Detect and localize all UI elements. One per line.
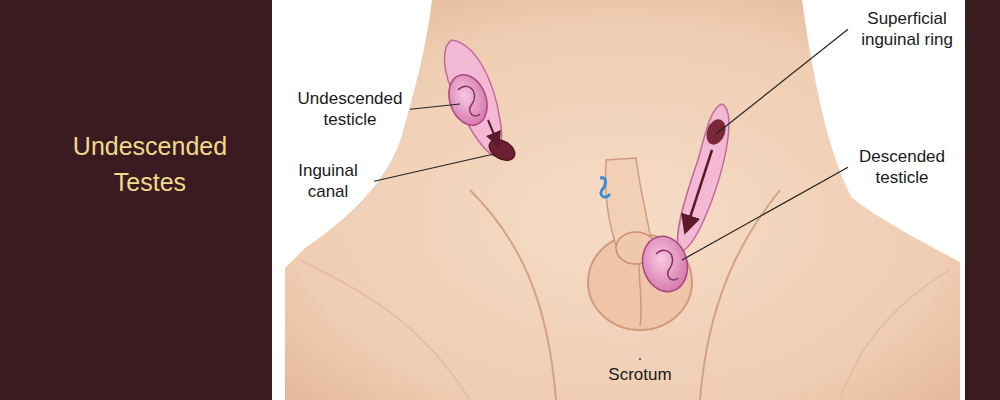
leader-line <box>682 167 848 260</box>
part-label: Descended testicle <box>852 146 952 189</box>
part-label: Undescended testicle <box>294 88 406 131</box>
title-text: Undescended Testes <box>50 128 250 201</box>
leader-line <box>639 358 640 360</box>
leader-line <box>374 154 494 181</box>
part-label: Inguinal canal <box>286 160 370 203</box>
leader-line <box>410 104 460 109</box>
skin <box>285 0 960 400</box>
part-label: Superficial inguinal ring <box>852 8 962 51</box>
part-label: Scrotum <box>600 364 680 385</box>
leader-line <box>716 29 848 134</box>
side-panel <box>965 0 1000 400</box>
title-panel <box>0 0 272 400</box>
